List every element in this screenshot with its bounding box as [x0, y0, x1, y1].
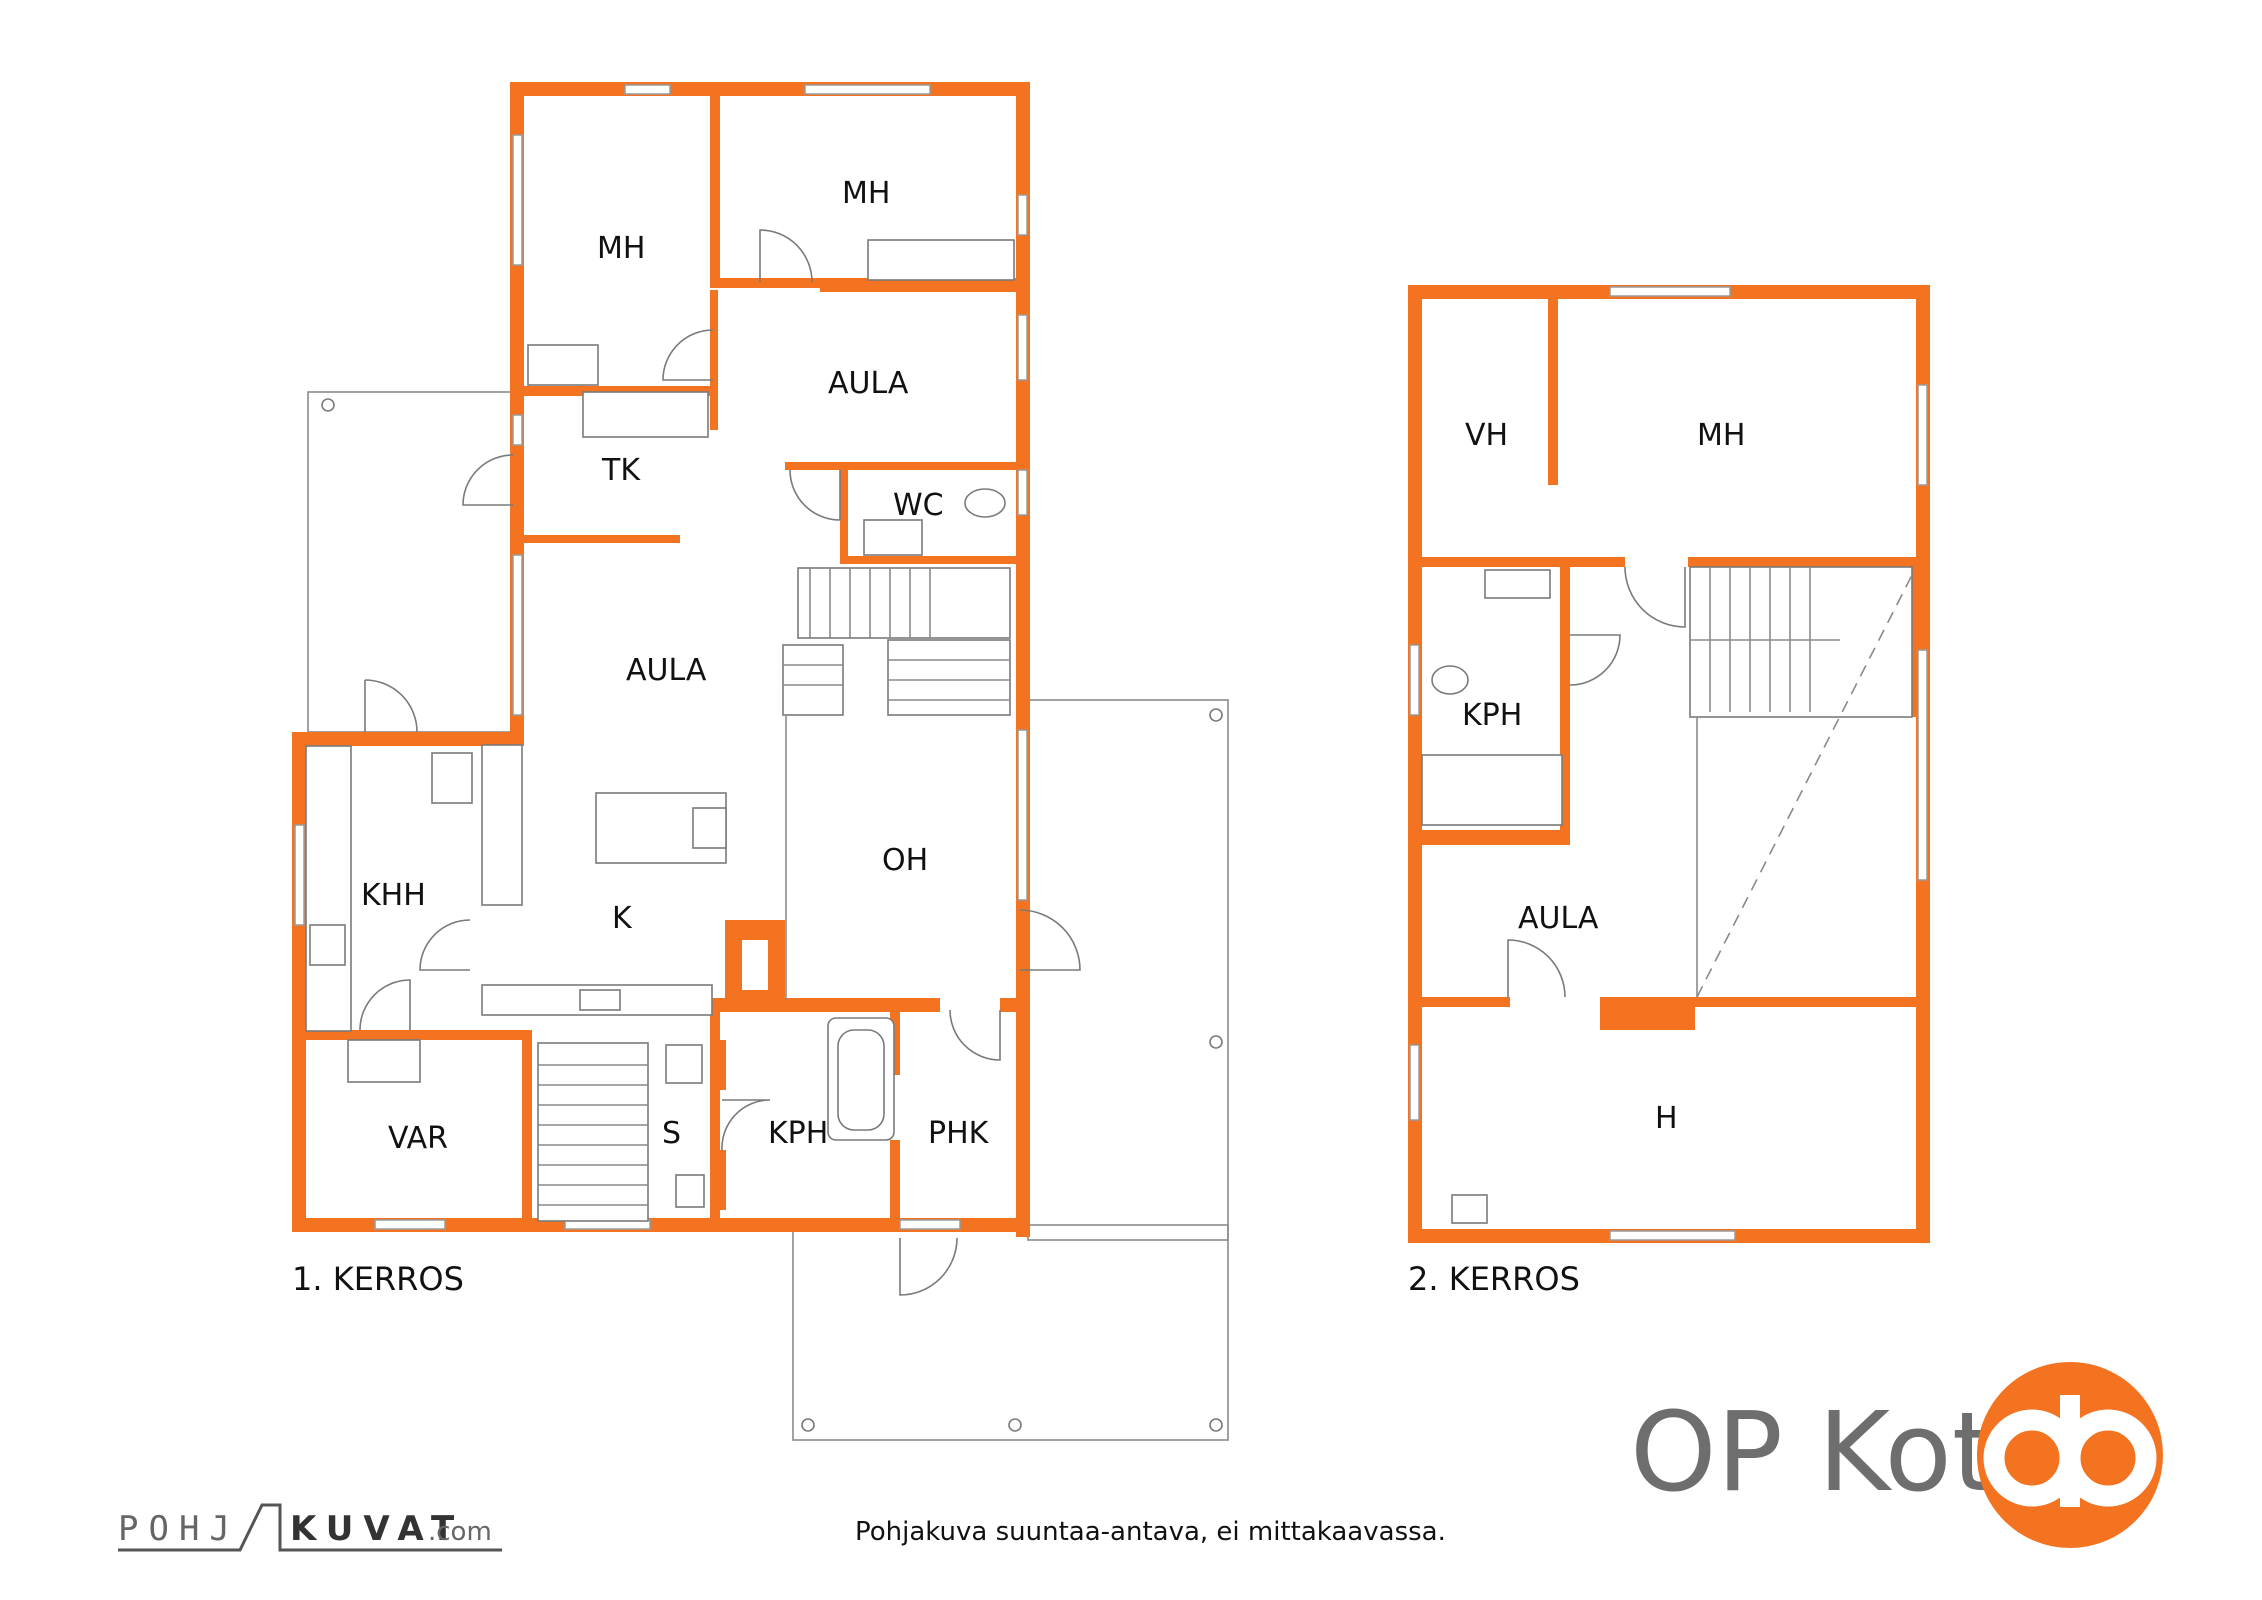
- floor1-windows: [294, 84, 1028, 1230]
- room-label-wc: WC: [893, 488, 944, 523]
- room-label-khh: KHH: [361, 878, 426, 913]
- room-label-aula: AULA: [1518, 901, 1599, 936]
- floor2-labels: VH MH KPH AULA H: [1462, 418, 1745, 1136]
- floor1-label: 1. KERROS: [292, 1260, 464, 1298]
- floor2-windows: [1409, 286, 1928, 1241]
- pohjakuvat-logo-icon: [118, 1503, 502, 1552]
- room-label-mh-left: MH: [597, 231, 645, 266]
- credit-part2: KUVAT: [290, 1509, 464, 1549]
- room-label-aula-upper: AULA: [828, 366, 909, 401]
- floor1-labels: MH MH AULA TK WC AULA K OH KHH VAR S KPH…: [361, 176, 990, 1156]
- room-label-k: K: [612, 901, 633, 936]
- room-label-aula-main: AULA: [626, 653, 707, 688]
- floor1-plan: MH MH AULA TK WC AULA K OH KHH VAR S KPH…: [292, 82, 1229, 1441]
- op-logo-icon: [1977, 1362, 2163, 1548]
- floor1-fixtures: [305, 239, 1015, 1222]
- room-label-kph: KPH: [768, 1116, 828, 1151]
- room-label-tk: TK: [601, 453, 641, 488]
- room-label-vh: VH: [1465, 418, 1508, 453]
- brand-name: OP Koti: [1630, 1388, 2026, 1516]
- credit-suffix: .com: [428, 1517, 492, 1547]
- disclaimer-note: Pohjakuva suuntaa-antava, ei mittakaavas…: [855, 1517, 1446, 1547]
- room-label-s: S: [662, 1116, 681, 1151]
- credit-part1: POHJ: [118, 1509, 240, 1549]
- room-label-mh: MH: [1697, 418, 1745, 453]
- floor2-label: 2. KERROS: [1408, 1260, 1580, 1298]
- floor2-doors: [1507, 566, 1686, 998]
- floor1-doors: [359, 229, 1081, 1296]
- room-label-phk: PHK: [928, 1116, 990, 1151]
- floor2-fixtures: [1421, 566, 1913, 1224]
- room-label-h: H: [1655, 1101, 1678, 1136]
- room-label-kph: KPH: [1462, 698, 1522, 733]
- terrace-left: [307, 391, 519, 733]
- room-label-var: VAR: [388, 1121, 448, 1156]
- pohjakuvat-credit: POHJ KUVAT .com: [118, 1503, 502, 1552]
- room-label-mh-right: MH: [842, 176, 890, 211]
- room-label-oh: OH: [882, 843, 928, 878]
- floor2-plan: VH MH KPH AULA H 2. KERROS: [1408, 285, 1930, 1298]
